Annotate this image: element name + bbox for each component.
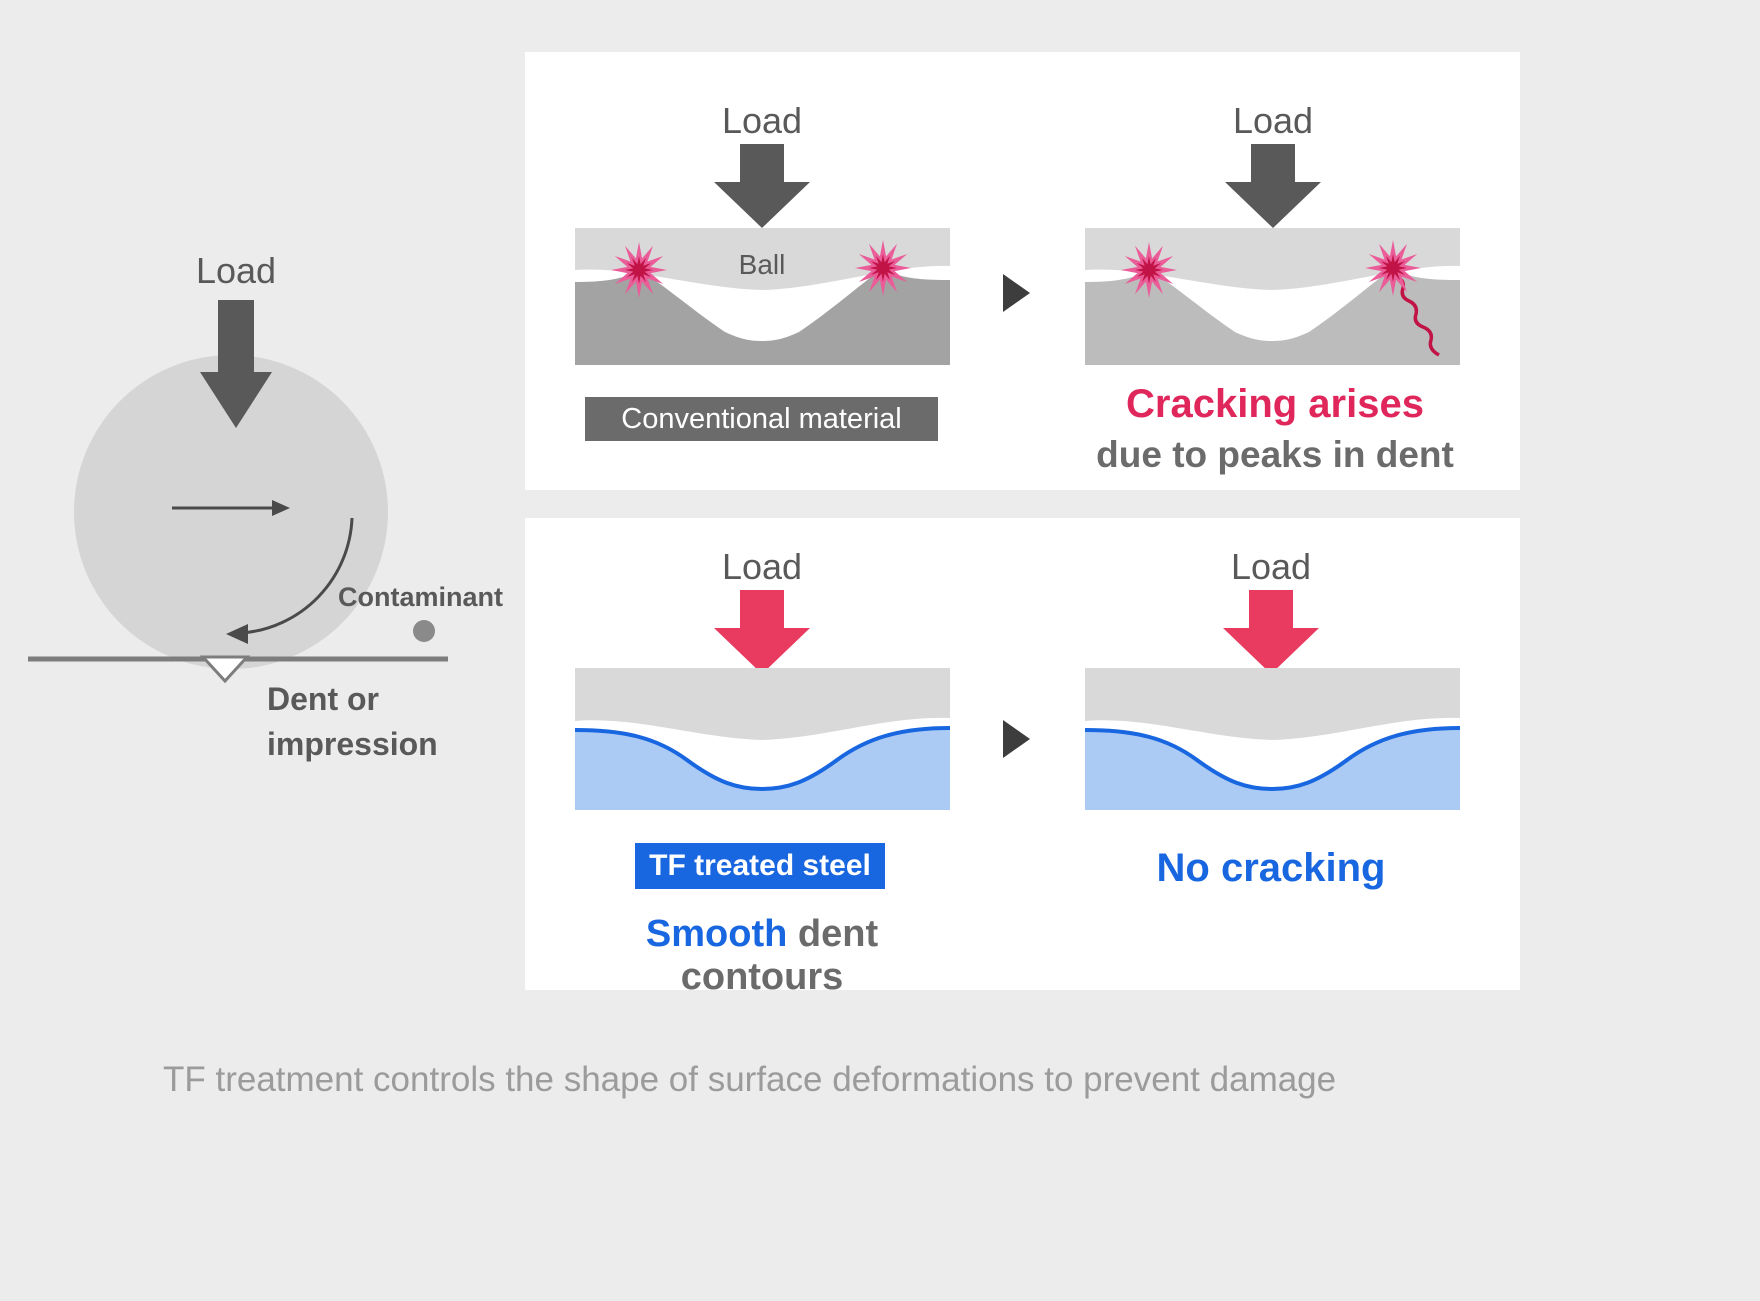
footer-caption: TF treatment controls the shape of surfa… bbox=[163, 1060, 1337, 1099]
rotation-arrow-arc-icon bbox=[241, 517, 354, 635]
cracking-arises-title: Cracking arises bbox=[1126, 382, 1424, 426]
conventional-material-badge: Conventional material bbox=[585, 397, 938, 441]
ball-surface-diagram-graphic bbox=[28, 300, 448, 684]
top-left-load-label: Load bbox=[721, 100, 803, 141]
smooth-highlight: Smooth bbox=[645, 913, 788, 955]
tf-treated-steel-panel: Load TF treated steel Smooth dent contou… bbox=[525, 518, 1520, 998]
cracking-arises-subtitle: due to peaks in dent bbox=[1096, 434, 1454, 475]
tf-treated-steel-badge: TF treated steel bbox=[635, 843, 885, 889]
rotation-arrow-head-icon bbox=[226, 624, 248, 644]
top-right-load-label: Load bbox=[1232, 100, 1314, 141]
ball-shape bbox=[1085, 228, 1460, 290]
left-load-label: Load bbox=[195, 250, 277, 291]
dent-impression-label: Dent or impression bbox=[267, 677, 438, 767]
load-arrow-down-icon bbox=[1225, 144, 1321, 228]
rolling-ball-shape bbox=[74, 355, 388, 669]
ball-shape bbox=[1085, 668, 1460, 740]
crack-line-icon bbox=[1394, 274, 1440, 357]
load-arrow-down-icon bbox=[200, 300, 272, 428]
smooth-dent-cross-section bbox=[575, 668, 950, 810]
dent-notch-shape bbox=[199, 655, 251, 684]
flow-arrow-right-icon bbox=[1003, 274, 1030, 312]
stress-starburst-icon bbox=[1121, 242, 1177, 298]
dent-label-line2: impression bbox=[267, 726, 438, 762]
contaminant-label: Contaminant bbox=[338, 582, 503, 612]
flow-arrow-right-icon bbox=[1003, 720, 1030, 758]
ball-label: Ball bbox=[739, 249, 786, 280]
stress-starburst-icon bbox=[1365, 240, 1421, 296]
stress-starburst-icon bbox=[611, 242, 667, 298]
conventional-dent-cross-section: Ball bbox=[575, 228, 950, 365]
smooth-dent-caption: Smooth dent contours bbox=[562, 913, 962, 999]
dent-label-line1: Dent or bbox=[267, 681, 379, 717]
ball-shape bbox=[575, 228, 950, 290]
smooth-dent-cross-section bbox=[1085, 668, 1460, 810]
load-arrow-down-icon bbox=[714, 590, 810, 674]
contaminant-particle-dot bbox=[413, 620, 435, 642]
cracked-dent-cross-section bbox=[1085, 228, 1460, 365]
smooth-contour-line bbox=[1085, 726, 1460, 792]
ball-shape bbox=[575, 668, 950, 740]
smooth-rest: dent contours bbox=[680, 913, 879, 998]
stress-starburst-icon bbox=[855, 240, 911, 296]
no-cracking-title: No cracking bbox=[1156, 846, 1386, 890]
load-arrow-down-icon bbox=[1223, 590, 1319, 674]
bottom-right-load-label: Load bbox=[1230, 546, 1312, 587]
conventional-material-shape bbox=[1085, 268, 1460, 365]
bottom-left-load-label: Load bbox=[721, 546, 803, 587]
tf-steel-shape bbox=[575, 728, 950, 810]
smooth-contour-line bbox=[575, 726, 950, 792]
tf-steel-shape bbox=[1085, 728, 1460, 810]
rolling-direction-arrow-head-icon bbox=[272, 500, 290, 516]
conventional-material-shape bbox=[575, 268, 950, 365]
load-arrow-down-icon bbox=[714, 144, 810, 228]
conventional-material-panel: Load Ball Conventional material Load bbox=[525, 52, 1520, 490]
